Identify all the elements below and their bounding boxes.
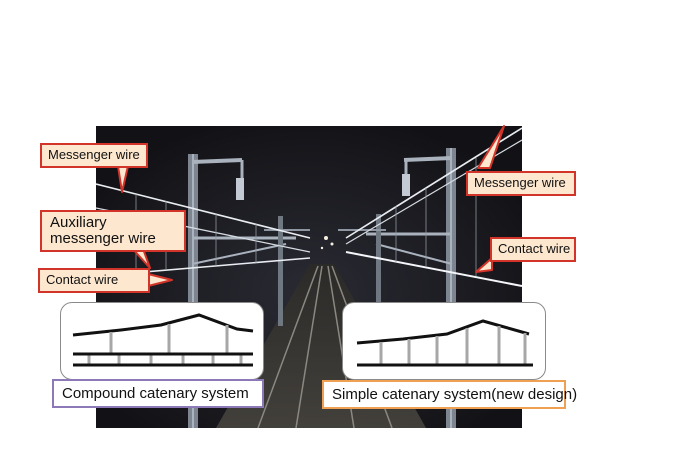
messenger-wire-label-right: Messenger wire <box>474 175 566 190</box>
simple-catenary-diagram <box>342 302 546 380</box>
compound-droppers <box>87 324 243 364</box>
compound-catenary-caption-text: Compound catenary system <box>62 385 249 402</box>
auxiliary-messenger-wire-label-line1: Auxiliary <box>50 214 107 231</box>
simple-messenger-wire <box>356 319 530 345</box>
compound-catenary-drawing <box>72 313 254 367</box>
messenger-wire-label-left: Messenger wire <box>48 147 140 162</box>
contact-wire-label-right: Contact wire <box>498 241 571 256</box>
simple-catenary-caption: Simple catenary system(new design) <box>322 380 577 409</box>
simple-catenary-caption-text: Simple catenary system(new design) <box>332 386 578 403</box>
messenger-wire-callout-right: Messenger wire <box>466 171 576 196</box>
auxiliary-messenger-wire-callout: Auxiliary messenger wire <box>40 210 186 252</box>
contact-wire-callout-left: Contact wire <box>38 268 150 293</box>
compound-catenary-caption: Compound catenary system <box>52 379 264 408</box>
compound-messenger-wire <box>72 313 254 337</box>
railway-night-photo <box>96 126 522 428</box>
simple-droppers <box>379 326 527 365</box>
contact-wire-label-left: Contact wire <box>46 272 119 287</box>
contact-wire-callout-right: Contact wire <box>490 237 576 262</box>
messenger-wire-callout-left: Messenger wire <box>40 143 148 168</box>
compound-catenary-diagram <box>60 302 264 380</box>
simple-catenary-drawing <box>356 319 533 367</box>
auxiliary-messenger-wire-label-line2: messenger wire <box>50 229 156 247</box>
